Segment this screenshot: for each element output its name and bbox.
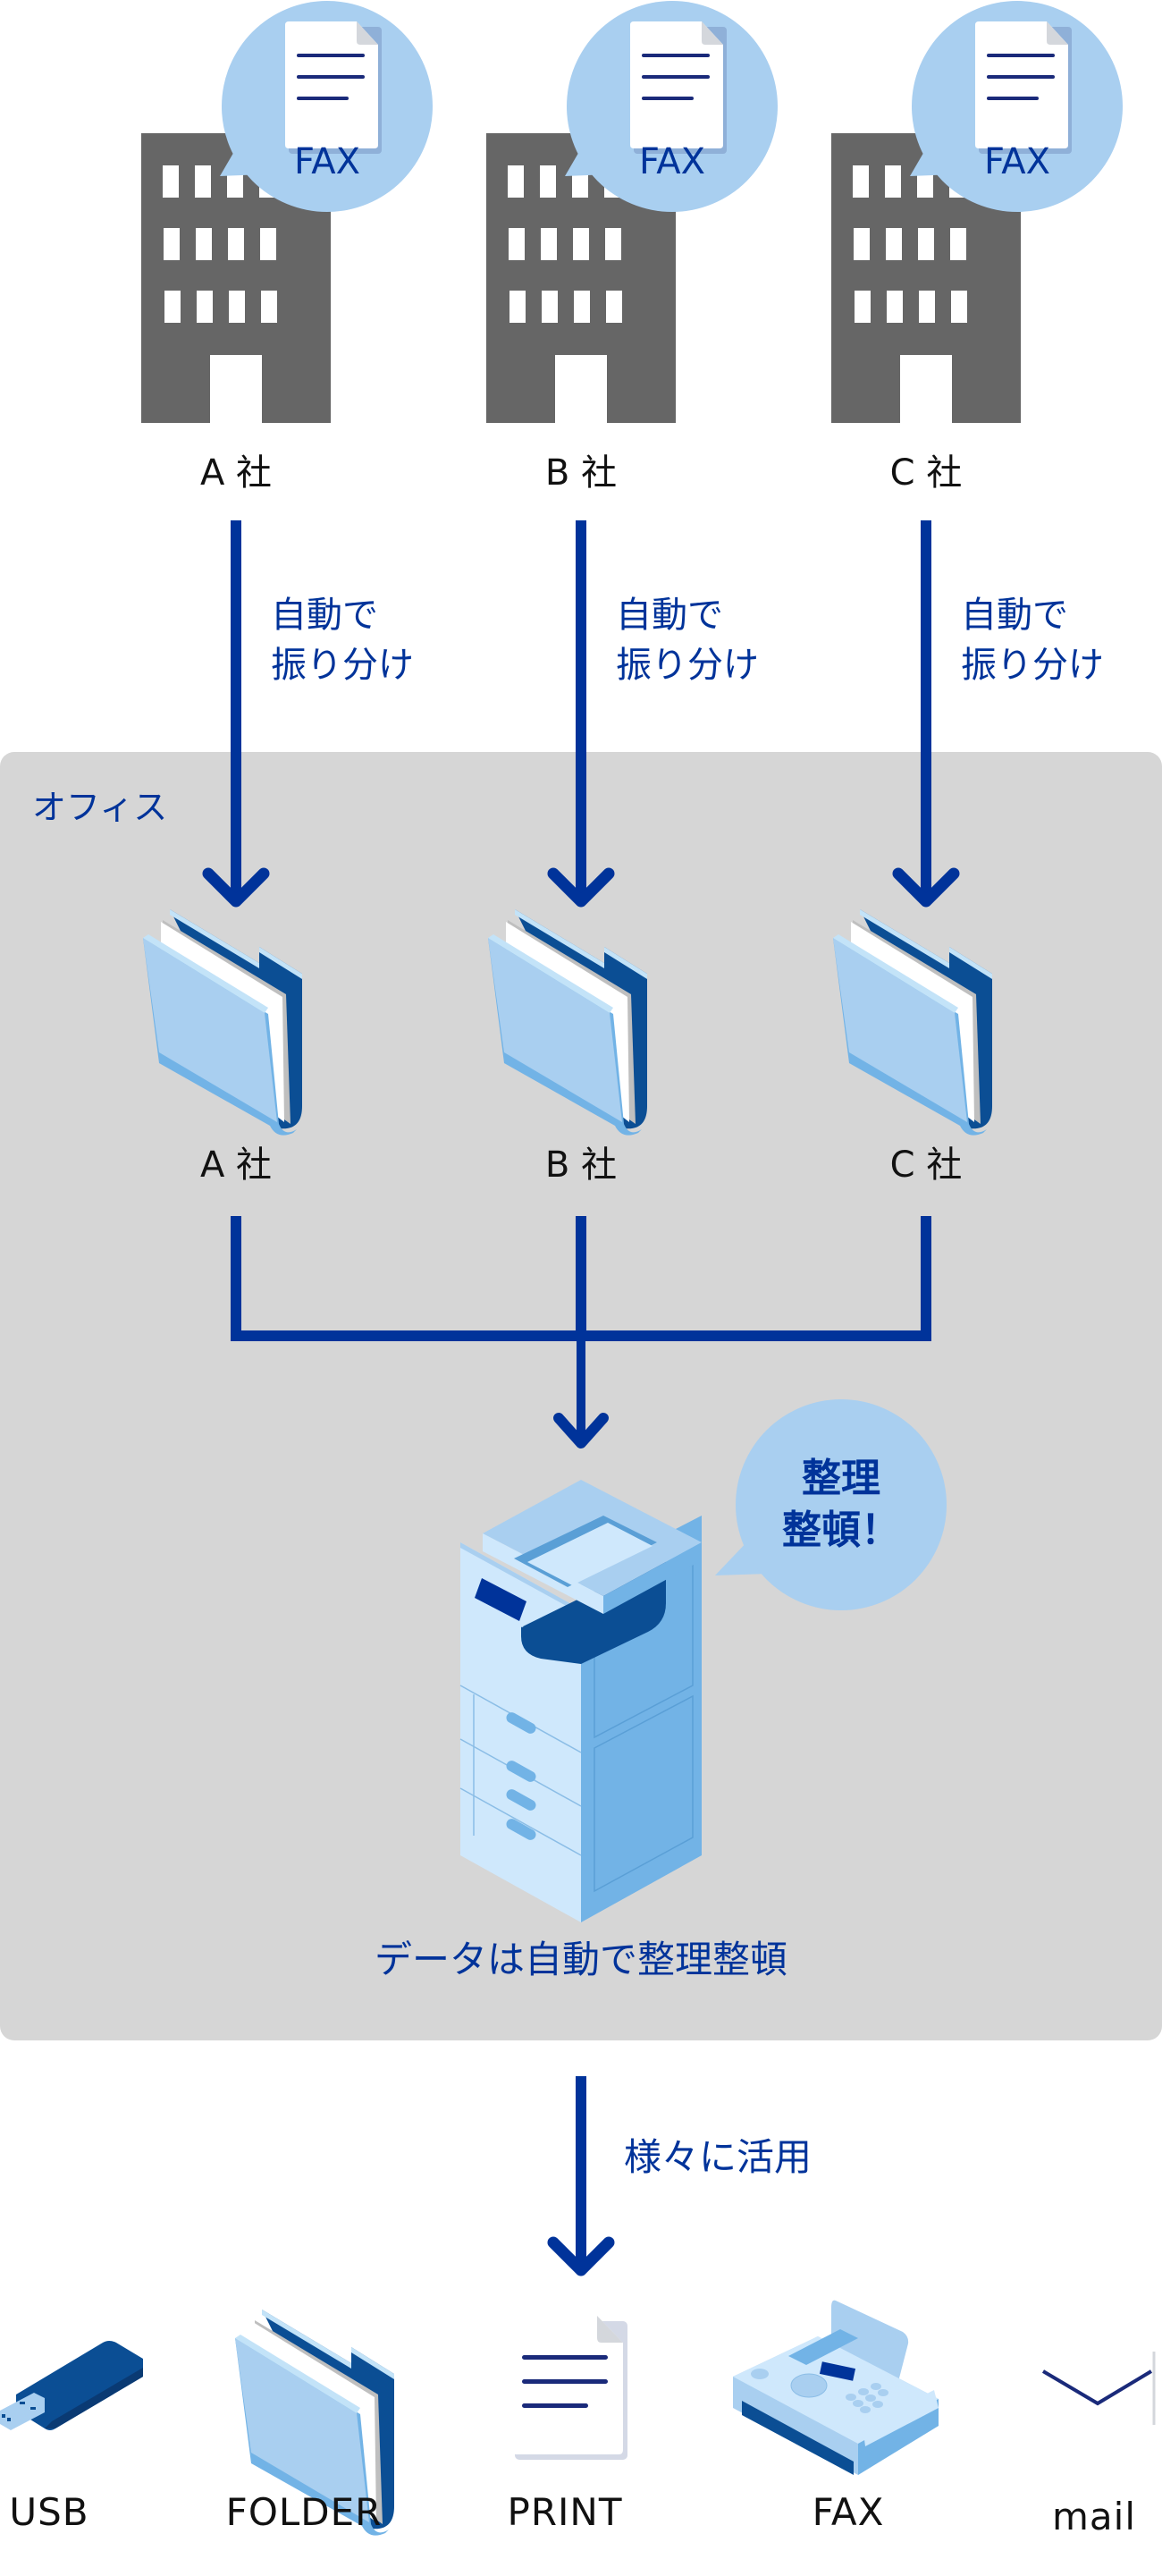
usage-arrow <box>547 2076 615 2276</box>
output-label-usb: USB <box>9 2490 89 2534</box>
fax-bubble-label-a: FAX <box>293 141 361 182</box>
bubble-line-2: 整頓！ <box>782 1508 900 1553</box>
folder-a-icon <box>143 909 302 1136</box>
folder-label-a: A 社 <box>199 1144 273 1186</box>
folder-label-b: B 社 <box>544 1144 618 1186</box>
organize-bubble-text: 整理 整頓！ <box>752 1453 930 1557</box>
fax-machine-icon <box>733 2300 939 2475</box>
route-line-1: 自動で <box>616 595 723 636</box>
route-arrow-b <box>547 520 615 908</box>
route-line-2: 振り分け <box>616 645 759 686</box>
merge-arrowhead <box>553 1413 609 1448</box>
route-text-c: 自動で 振り分け <box>961 590 1104 690</box>
building-b <box>486 1 778 423</box>
building-a <box>141 1 433 423</box>
output-label-mail: mail <box>1052 2495 1136 2538</box>
organize-bubble <box>715 1399 947 1610</box>
route-line-1: 自動で <box>271 595 378 636</box>
usb-drive-icon <box>0 2341 143 2430</box>
multifunction-printer-icon <box>459 1480 702 1922</box>
fax-bubble-label-c: FAX <box>983 141 1051 182</box>
office-title: オフィス <box>32 788 168 827</box>
bubble-line-1: 整理 <box>802 1456 880 1501</box>
folder-label-c: C 社 <box>889 1144 963 1186</box>
office-caption: データは自動で整理整頓 <box>374 1938 787 1981</box>
usage-label: 様々に活用 <box>624 2135 813 2179</box>
folder-c-icon <box>833 909 992 1136</box>
fax-bubble-label-b: FAX <box>638 141 706 182</box>
building-c <box>831 1 1123 423</box>
company-label-b: B 社 <box>544 452 618 494</box>
company-label-c: C 社 <box>889 452 963 494</box>
route-text-b: 自動で 振り分け <box>616 590 759 690</box>
route-line-2: 振り分け <box>271 645 414 686</box>
merge-connector <box>231 1216 931 1441</box>
route-line-2: 振り分け <box>961 645 1104 686</box>
route-arrow-c <box>892 520 960 908</box>
document-icon <box>511 2316 627 2460</box>
folder-b-icon <box>488 909 647 1136</box>
company-label-a: A 社 <box>199 452 273 494</box>
route-arrow-a <box>202 520 270 908</box>
envelope-icon <box>1041 2352 1156 2425</box>
output-label-print: PRINT <box>507 2490 623 2534</box>
route-line-1: 自動で <box>961 595 1068 636</box>
output-label-fax: FAX <box>812 2490 885 2534</box>
route-text-a: 自動で 振り分け <box>271 590 414 690</box>
output-label-folder: FOLDER <box>225 2490 383 2534</box>
